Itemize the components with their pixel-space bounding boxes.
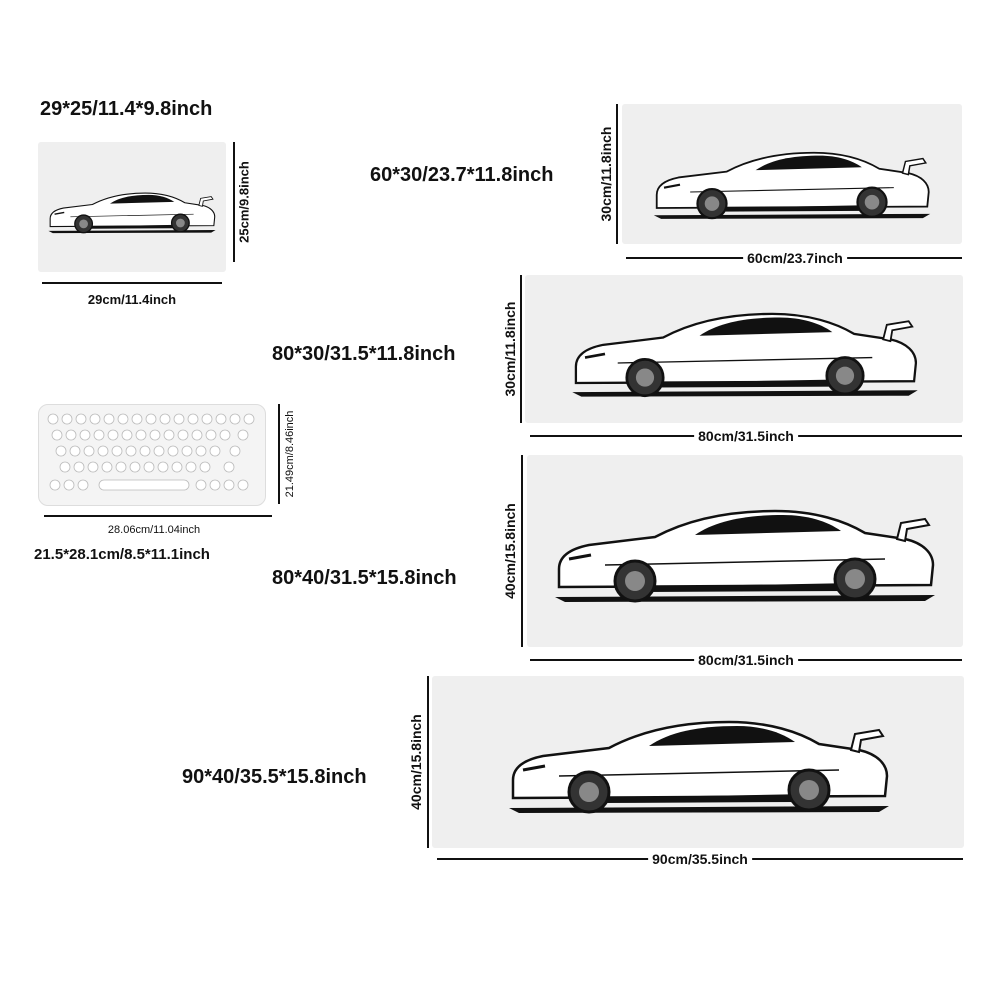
mousepad-80x40 [527, 455, 963, 647]
height-label-4: 40cm/15.8inch [502, 503, 518, 599]
keyboard-reference [38, 404, 266, 506]
width-label-2: 60cm/23.7inch [743, 250, 847, 266]
size-title-1: 29*25/11.4*9.8inch [40, 98, 213, 120]
mousepad-80x30 [525, 275, 963, 423]
car-illustration [47, 191, 217, 235]
width-label-4: 80cm/31.5inch [694, 652, 798, 668]
width-label-1: 29cm/11.4inch [87, 292, 177, 307]
height-label-3: 30cm/11.8inch [502, 301, 518, 397]
keyboard-width-label: 28.06cm/11.04inch [107, 524, 201, 536]
height-dimension-line [233, 142, 235, 262]
height-label-2: 30cm/11.8inch [598, 126, 614, 222]
keyboard-height-label: 21.49cm/8.46inch [284, 410, 296, 498]
car-illustration [570, 312, 920, 399]
keyboard-caption: 21.5*28.1cm/8.5*11.1inch [34, 546, 210, 563]
width-label-5: 90cm/35.5inch [648, 851, 752, 867]
width-label-3: 80cm/31.5inch [694, 428, 798, 444]
size-title-3: 80*30/31.5*11.8inch [272, 343, 456, 365]
size-title-5: 90*40/35.5*15.8inch [182, 766, 367, 788]
width-dimension-line [42, 282, 222, 284]
height-label-5: 40cm/15.8inch [408, 714, 424, 810]
height-label-1: 25cm/9.8inch [236, 161, 252, 243]
mousepad-90x40 [432, 676, 964, 848]
height-dimension-line [520, 275, 522, 423]
keyboard-width-line [44, 515, 272, 517]
car-illustration [652, 151, 932, 221]
height-dimension-line [616, 104, 618, 244]
mousepad-29x25 [38, 142, 226, 272]
size-title-2: 60*30/23.7*11.8inch [370, 164, 554, 186]
size-title-4: 80*40/31.5*15.8inch [272, 567, 457, 589]
keyboard-height-line [278, 404, 280, 504]
car-illustration [507, 720, 891, 815]
car-illustration [553, 509, 937, 604]
height-dimension-line [521, 455, 523, 647]
keyboard-icon [47, 413, 255, 491]
mousepad-60x30 [622, 104, 962, 244]
height-dimension-line [427, 676, 429, 848]
